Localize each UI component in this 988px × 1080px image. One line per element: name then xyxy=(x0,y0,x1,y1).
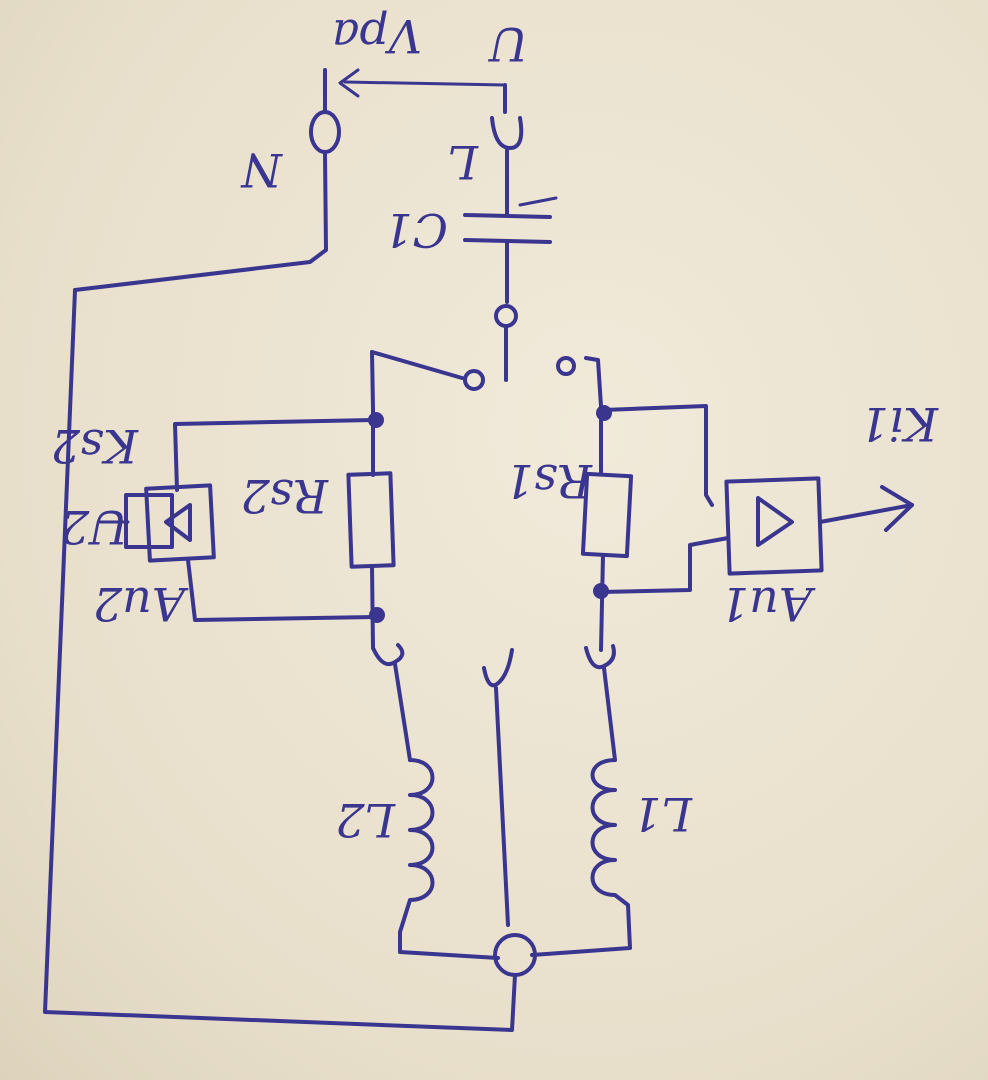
amp-au1-block xyxy=(724,476,824,576)
capacitor-c1 xyxy=(463,196,558,382)
label-au2: Au2 xyxy=(93,577,189,631)
terminal-n xyxy=(309,110,341,154)
bottom-node xyxy=(493,933,537,977)
inductor-l1 xyxy=(530,758,632,957)
label-l2: L2 xyxy=(335,793,396,847)
center-terminal xyxy=(482,648,514,927)
label-u: U xyxy=(487,17,528,71)
output-arrow xyxy=(880,485,914,532)
switch xyxy=(370,350,603,410)
label-au1: Au1 xyxy=(720,577,816,631)
label-l: L xyxy=(447,135,479,189)
amp-au2-triangle xyxy=(164,503,192,542)
output-wire xyxy=(818,503,914,524)
label-ks2: Ks2 xyxy=(51,419,139,473)
labels: U Vpa N L C1 Ks2 U2 Au2 Rs2 Rs1 Ki1 Au1 … xyxy=(51,9,939,847)
label-rs2: Rs2 xyxy=(240,469,329,523)
arrow-upa xyxy=(338,68,360,98)
label-n: N xyxy=(240,143,283,197)
left-branch xyxy=(98,406,412,762)
label-ki1: Ki1 xyxy=(860,397,939,451)
label-u2: U2 xyxy=(60,500,128,554)
right-branch xyxy=(580,404,914,762)
label-rs1: Rs1 xyxy=(504,454,593,508)
inductor-l2 xyxy=(398,758,500,960)
label-l1: L1 xyxy=(632,787,693,841)
terminal-l xyxy=(490,116,524,150)
return-wire xyxy=(43,288,517,1032)
label-c1: C1 xyxy=(384,203,448,257)
resistor-rs2 xyxy=(346,471,396,569)
top-terminals xyxy=(73,68,524,292)
label-vpa: Vpa xyxy=(332,9,422,63)
amp-au1-triangle xyxy=(756,496,794,547)
